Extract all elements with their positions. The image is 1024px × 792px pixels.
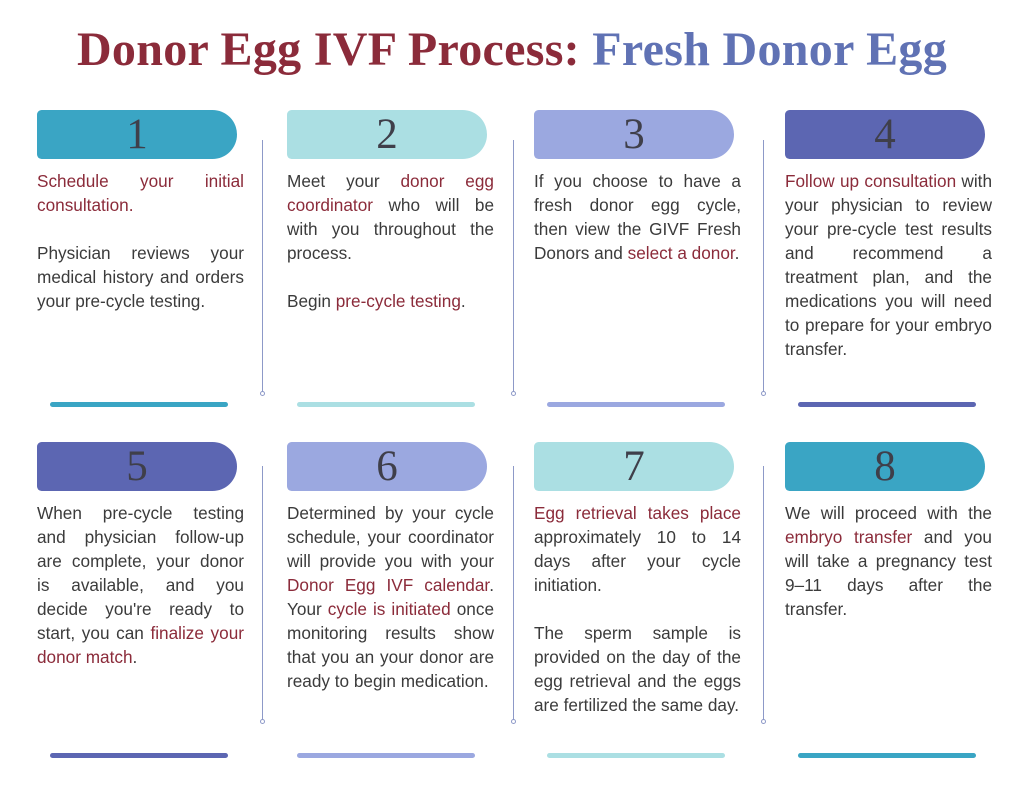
step-4-bar [798, 402, 976, 407]
step-paragraph: We will proceed with the embryo transfer… [785, 501, 992, 621]
step-2-text: Meet your donor egg coordinator who will… [287, 169, 494, 313]
step-paragraph: When pre-cycle testing and physician fol… [37, 501, 244, 669]
separator-line [513, 466, 514, 720]
body-text: Meet your [287, 171, 401, 191]
separator-line [513, 140, 514, 392]
body-text: Physician reviews your medical history a… [37, 243, 244, 311]
step-7-text: Egg retrieval takes place approximately … [534, 501, 741, 717]
step-8-bar [798, 753, 976, 758]
step-5-number: 5 [126, 443, 148, 490]
highlight-text: cycle is initiated [327, 599, 451, 619]
step-1-number: 1 [126, 111, 148, 158]
body-text: . Your [287, 575, 494, 619]
step-3-tab [534, 110, 734, 159]
step-5-text: When pre-cycle testing and physician fol… [37, 501, 244, 669]
body-text: If you choose to have a fresh donor egg … [534, 171, 741, 263]
highlight-text: finalize your donor match [37, 623, 244, 667]
body-text: with your physician to review your pre-c… [785, 171, 992, 359]
highlight-text: pre-cycle testing [335, 291, 461, 311]
body-text: The sperm sample is provided on the day … [534, 623, 741, 715]
step-1-bar [50, 402, 228, 407]
body-text: . [460, 291, 466, 311]
step-2-bar [297, 402, 475, 407]
step-4-text: Follow up consultation with your physici… [785, 169, 992, 361]
highlight-text: Follow up consultation [785, 171, 957, 191]
separator-dot [260, 719, 265, 724]
step-6-tab [287, 442, 487, 491]
step-7-tab [534, 442, 734, 491]
step-6-number: 6 [376, 443, 398, 490]
step-paragraph: The sperm sample is provided on the day … [534, 621, 741, 717]
step-4-tab [785, 110, 985, 159]
body-text: who will be with you throughout the proc… [287, 195, 494, 263]
separator-line [763, 466, 764, 720]
title-subtitle: Fresh Donor Egg [592, 23, 948, 76]
step-3-text: If you choose to have a fresh donor egg … [534, 169, 741, 265]
highlight-text: embryo transfer [785, 527, 913, 547]
step-8-number: 8 [874, 443, 896, 490]
step-3-number: 3 [623, 111, 645, 158]
step-7-bar [547, 753, 725, 758]
step-8-tab [785, 442, 985, 491]
step-6-bar [297, 753, 475, 758]
step-8-text: We will proceed with the embryo transfer… [785, 501, 992, 621]
body-text: Determined by your cycle schedule, your … [287, 503, 494, 571]
step-paragraph: Egg retrieval takes place approximately … [534, 501, 741, 597]
step-4-number: 4 [874, 111, 896, 158]
highlight-text: select a donor [627, 243, 735, 263]
step-5-tab [37, 442, 237, 491]
highlight-text: Donor Egg IVF calendar [287, 575, 490, 595]
highlight-text: Schedule your initial consultation. [37, 171, 244, 215]
body-text: Begin [287, 291, 336, 311]
step-paragraph: Meet your donor egg coordinator who will… [287, 169, 494, 265]
separator-dot [761, 719, 766, 724]
body-text: We will proceed with the [785, 503, 992, 523]
step-paragraph: Determined by your cycle schedule, your … [287, 501, 494, 693]
step-paragraph: If you choose to have a fresh donor egg … [534, 169, 741, 265]
step-paragraph: Schedule your initial consultation. [37, 169, 244, 217]
body-text: and you will take a pregnan­cy test 9–11… [785, 527, 992, 619]
step-1-text: Schedule your initial consultation. Physi… [37, 169, 244, 313]
separator-line [262, 466, 263, 720]
separator-dot [260, 391, 265, 396]
highlight-text: donor egg coordinator [287, 171, 494, 215]
step-7-number: 7 [623, 443, 645, 490]
body-text: When pre-cycle testing and physician fol… [37, 503, 244, 643]
separator-line [262, 140, 263, 392]
separator-dot [511, 391, 516, 396]
step-paragraph: Physician reviews your medical history a… [37, 241, 244, 313]
step-2-tab [287, 110, 487, 159]
step-1-tab [37, 110, 237, 159]
separator-line [763, 140, 764, 392]
body-text: . [132, 647, 138, 667]
step-2-number: 2 [376, 111, 398, 158]
page-title: Donor Egg IVF Process: Fresh Donor Egg [0, 22, 1024, 77]
step-paragraph: Follow up consultation with your physici… [785, 169, 992, 361]
title-main: Donor Egg IVF Process: [76, 23, 580, 76]
separator-dot [761, 391, 766, 396]
separator-dot [511, 719, 516, 724]
step-paragraph: Begin pre-cycle testing. [287, 289, 494, 313]
body-text: once monitoring results show that you an… [287, 599, 494, 691]
step-5-bar [50, 753, 228, 758]
step-6-text: Determined by your cycle schedule, your … [287, 501, 494, 693]
body-text: approximately 10 to 14 days after your c… [534, 527, 741, 595]
highlight-text: Egg retrieval takes place [534, 503, 741, 523]
body-text: . [734, 243, 740, 263]
step-3-bar [547, 402, 725, 407]
